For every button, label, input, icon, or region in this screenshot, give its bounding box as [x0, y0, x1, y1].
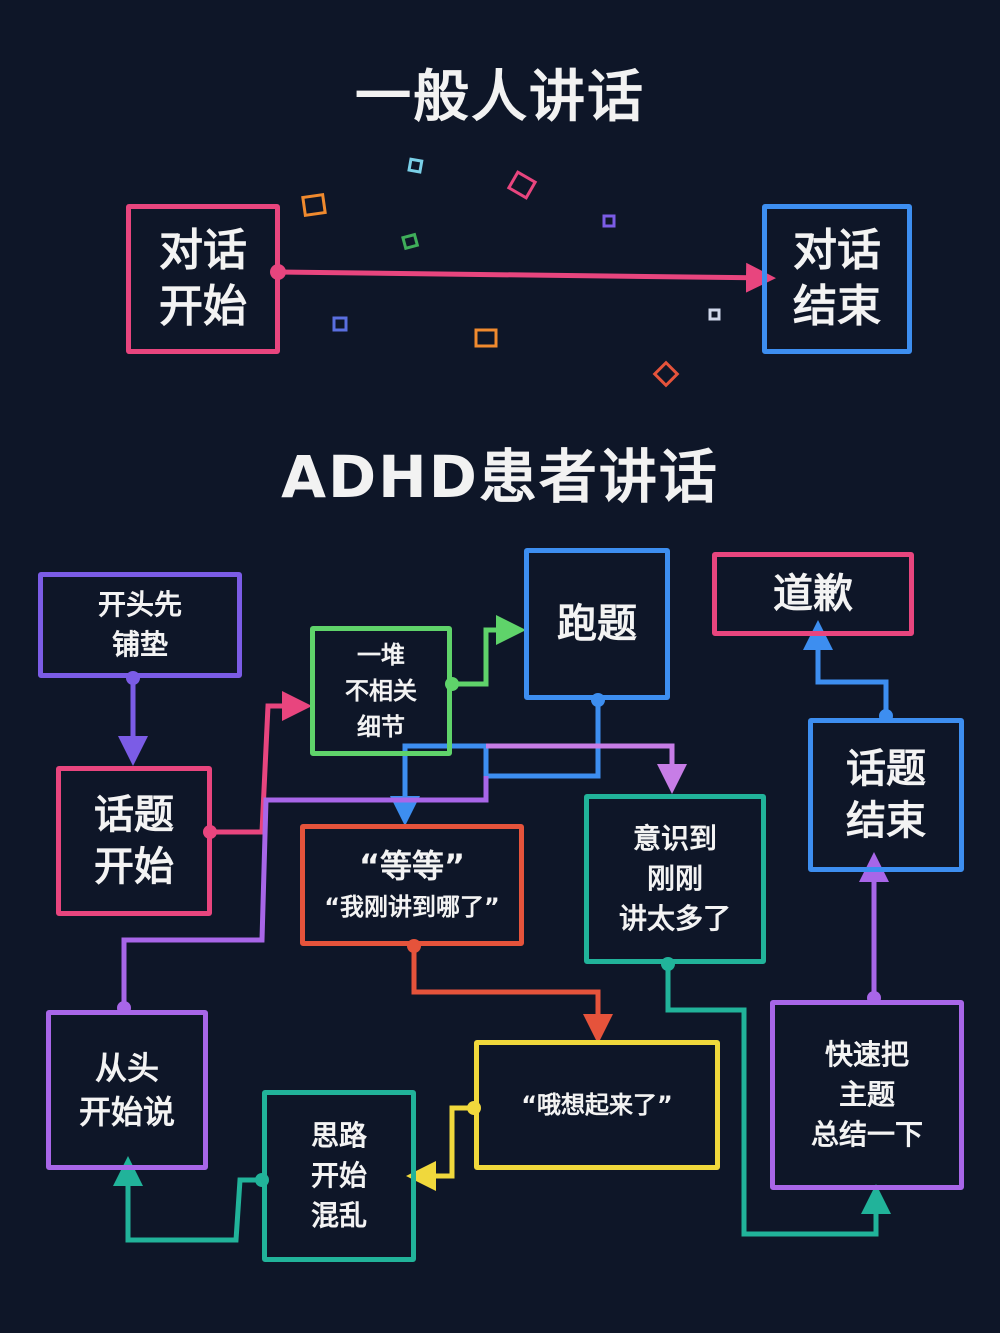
box-normal-end: 对话 结束 — [762, 204, 912, 354]
box-topic-start: 话题 开始 — [56, 766, 212, 916]
box-off-topic: 跑题 — [524, 548, 670, 700]
box-wait-label-2: “我刚讲到哪了” — [324, 893, 500, 921]
connector-off-topic-to-wait — [390, 700, 601, 826]
connector-wait-to-remembered — [411, 946, 613, 1044]
box-confused: 思路 开始 混乱 — [262, 1090, 416, 1262]
box-summarize: 快速把 主题 总结一下 — [770, 1000, 964, 1190]
box-realize: 意识到 刚刚 讲太多了 — [584, 794, 766, 964]
connector-off-topic-to-realize — [486, 743, 687, 794]
box-apology-label: 道歉 — [773, 571, 853, 617]
connector-realize-to-summarize — [665, 964, 891, 1237]
box-realize-label: 意识到 刚刚 讲太多了 — [618, 822, 731, 935]
box-wait: “等等” “我刚讲到哪了” — [300, 824, 524, 946]
connector-remembered-to-confused — [406, 1105, 474, 1191]
box-topic-end: 话题 结束 — [808, 718, 964, 872]
box-remembered: “哦想起来了” — [474, 1040, 720, 1170]
connector-topic-end-to-apology — [803, 620, 889, 716]
box-topic-end-label: 话题 结束 — [846, 746, 926, 844]
box-wait-label-1: “等等” — [358, 847, 466, 885]
box-apology: 道歉 — [712, 552, 914, 636]
box-restart-label: 从头 开始说 — [78, 1049, 175, 1131]
adhd-title: ADHD患者讲话 — [281, 443, 719, 511]
box-confused-label: 思路 开始 混乱 — [310, 1119, 367, 1232]
box-preface: 开头先 铺垫 — [38, 572, 242, 678]
box-topic-start-label: 话题 开始 — [94, 792, 174, 890]
box-off-topic-label: 跑题 — [557, 601, 637, 647]
normal-flow-arrow — [277, 262, 776, 293]
connector-details-to-off-topic — [452, 615, 526, 687]
box-normal-end-label: 对话 结束 — [793, 225, 881, 332]
confetti-decoration — [301, 157, 721, 388]
connector-restart-loop-up — [121, 776, 489, 1008]
box-preface-label: 开头先 铺垫 — [97, 588, 182, 661]
connector-topic-start-to-details — [210, 691, 312, 835]
box-details-label: 一堆 不相关 细节 — [345, 641, 417, 741]
box-restart: 从头 开始说 — [46, 1010, 208, 1170]
connector-confused-to-restart — [113, 1156, 262, 1243]
box-normal-start: 对话 开始 — [126, 204, 280, 354]
box-summarize-label: 快速把 主题 总结一下 — [810, 1038, 923, 1151]
box-remembered-label: “哦想起来了” — [521, 1091, 673, 1119]
normal-title: 一般人讲话 — [355, 65, 645, 130]
box-normal-start-label: 对话 开始 — [159, 225, 247, 332]
box-details: 一堆 不相关 细节 — [310, 626, 452, 756]
